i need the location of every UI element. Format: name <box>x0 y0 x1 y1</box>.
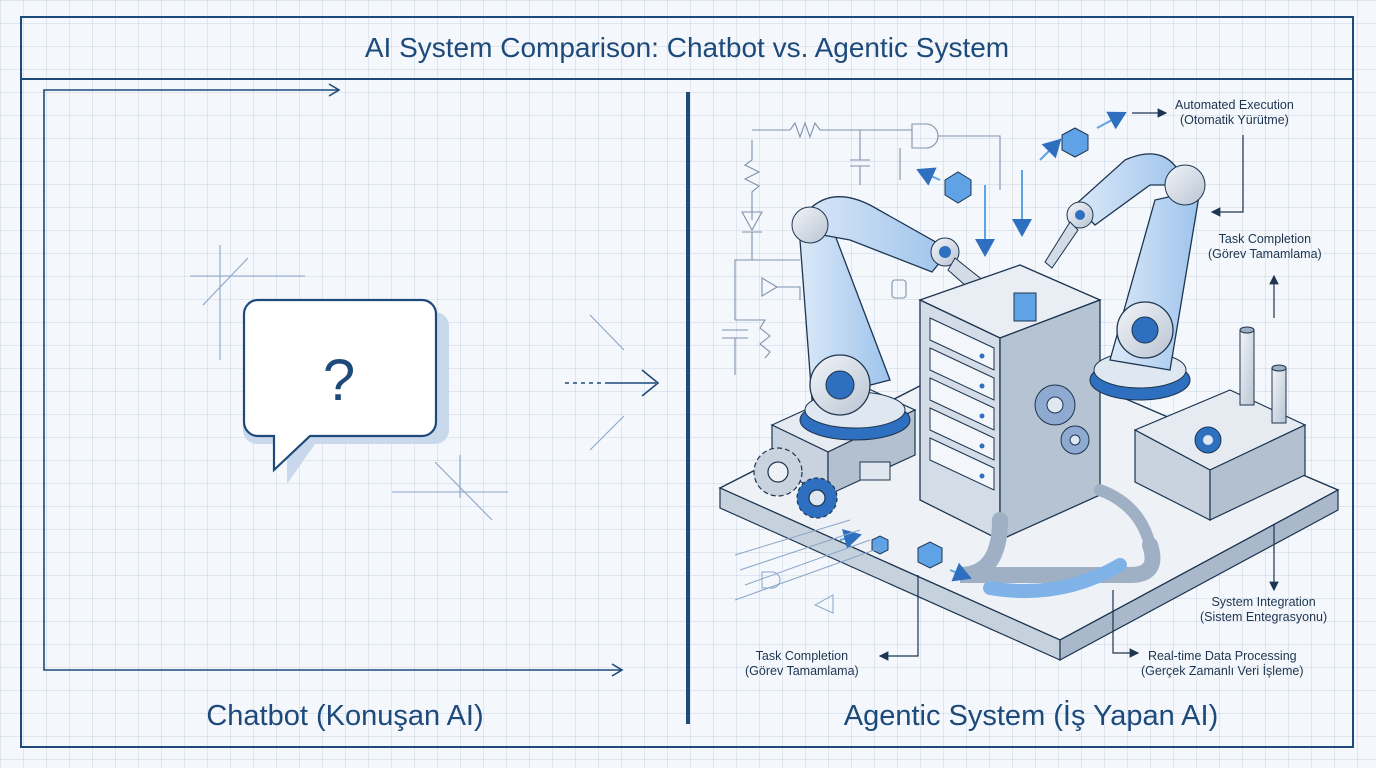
annotation-en: Automated Execution <box>1175 98 1294 112</box>
gear-icon-platform <box>753 447 838 519</box>
annotation-en: Task Completion <box>1218 232 1312 246</box>
panel-divider <box>686 92 690 724</box>
circuit-icon <box>722 121 1001 375</box>
annotation-tr: (Otomatik Yürütme) <box>1180 113 1289 127</box>
transition-arrow <box>565 369 660 397</box>
annotation-task-completion-left: Task Completion (Görev Tamamlama) <box>745 649 859 679</box>
left-bracket <box>43 83 624 677</box>
annotation-task-completion-right: Task Completion (Görev Tamamlama) <box>1208 232 1322 262</box>
server-rack-icon <box>918 264 1102 542</box>
annotation-automated-execution: Automated Execution (Otomatik Yürütme) <box>1175 98 1294 128</box>
robot-arm-icon-left <box>791 196 986 441</box>
question-mark-icon: ? <box>323 348 355 413</box>
annotation-en: Task Completion <box>755 649 849 663</box>
robot-arm-icon-right <box>1044 153 1206 401</box>
annotation-realtime-processing: Real-time Data Processing (Gerçek Zamanl… <box>1141 649 1304 679</box>
speech-bubble-icon: ? <box>242 298 449 484</box>
data-cube-icon <box>871 127 1089 569</box>
annotation-leaders <box>878 108 1279 661</box>
chatbot-label: Chatbot (Konuşan AI) <box>206 700 484 732</box>
machine-unit-right <box>1133 326 1307 521</box>
page-title: AI System Comparison: Chatbot vs. Agenti… <box>364 32 1010 63</box>
annotation-tr: (Gerçek Zamanlı Veri İşleme) <box>1141 664 1304 678</box>
agentic-system-label: Agentic System (İş Yapan AI) <box>843 700 1219 732</box>
data-flow-arrows <box>839 111 1127 582</box>
diagram-frame: AI System Comparison: Chatbot vs. Agenti… <box>20 16 1354 748</box>
circuit-traces-lower <box>734 519 881 614</box>
title-bar: AI System Comparison: Chatbot vs. Agenti… <box>22 18 1352 80</box>
annotation-system-integration: System Integration (Sistem Entegrasyonu) <box>1200 595 1327 625</box>
annotation-tr: (Sistem Entegrasyonu) <box>1200 610 1328 624</box>
annotation-tr: (Görev Tamamlama) <box>1208 247 1322 261</box>
annotation-tr: (Görev Tamamlama) <box>745 664 859 678</box>
gear-icon <box>1034 384 1090 455</box>
annotation-en: Real-time Data Processing <box>1147 649 1297 663</box>
annotation-en: System Integration <box>1211 595 1316 609</box>
sparkle-decoration <box>190 245 625 521</box>
